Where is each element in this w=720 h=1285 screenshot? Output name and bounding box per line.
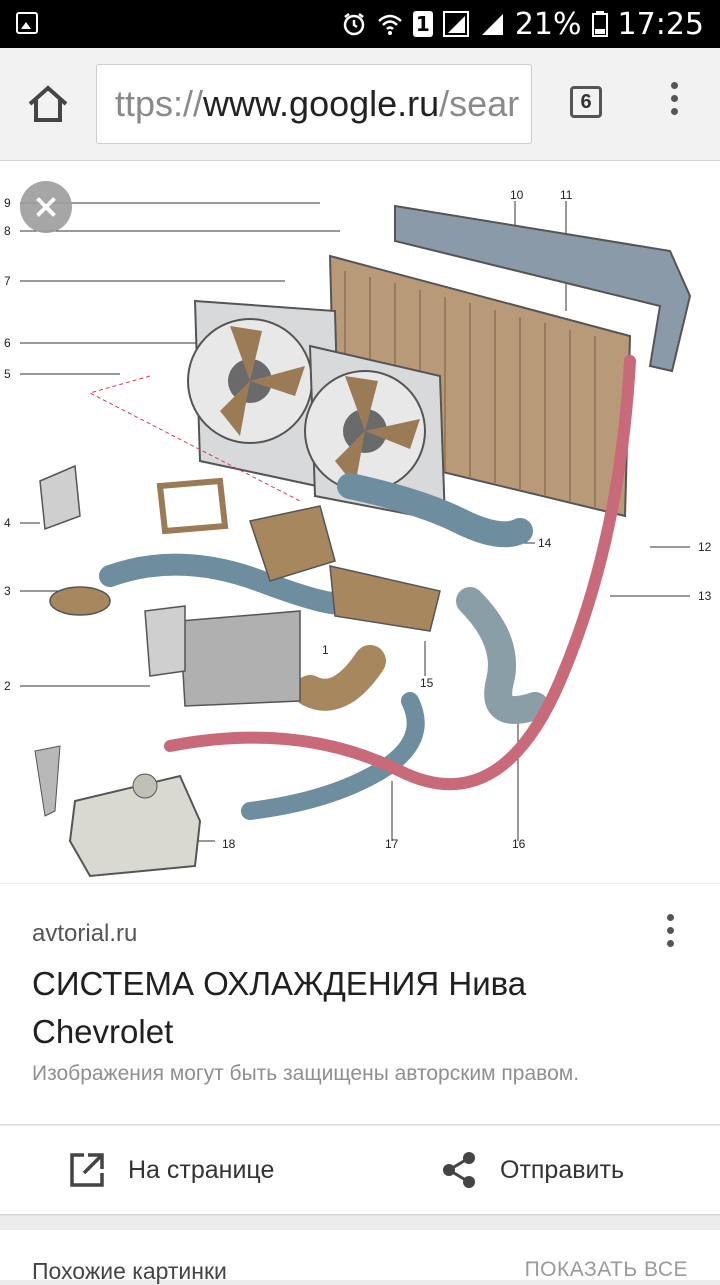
show-all-button[interactable]: ПОКАЗАТЬ ВСЕ <box>524 1258 688 1281</box>
callout-17: 17 <box>385 837 399 851</box>
callout-18: 18 <box>222 837 236 851</box>
expansion-tank <box>68 773 202 878</box>
callout-6: 6 <box>4 336 11 350</box>
callout-2: 2 <box>4 679 11 693</box>
cooling-system-diagram: 9 8 7 6 5 4 3 2 1 10 11 12 13 14 15 16 1… <box>4 188 712 878</box>
result-title[interactable]: СИСТЕМА ОХЛАЖДЕНИЯ Нива Chevrolet <box>32 965 527 1050</box>
copyright-notice: Изображения могут быть защищены авторски… <box>32 1062 580 1085</box>
signal-icon-2 <box>481 14 503 35</box>
fan-left <box>187 299 342 493</box>
open-external-icon <box>70 1153 104 1187</box>
url-prefix: ttps:// <box>115 83 204 124</box>
similar-images-section: Похожие картинки ПОКАЗАТЬ ВСЕ <box>0 1230 720 1284</box>
share-icon <box>443 1152 475 1188</box>
callout-5: 5 <box>4 367 11 381</box>
callout-9: 9 <box>4 196 11 210</box>
callout-15: 15 <box>420 676 434 690</box>
source-domain[interactable]: avtorial.ru <box>32 920 138 947</box>
battery-icon <box>591 11 608 37</box>
clock: 17:25 <box>617 6 704 42</box>
image-info-card: avtorial.ru СИСТЕМА ОХЛАЖДЕНИЯ Нива Chev… <box>0 884 720 1125</box>
callout-13: 13 <box>698 589 712 603</box>
url-host: www.google.ru <box>203 83 440 124</box>
share-button[interactable]: Отправить <box>440 1126 624 1214</box>
callout-16: 16 <box>512 837 526 851</box>
callout-11: 11 <box>560 188 573 202</box>
browser-toolbar: ttps://www.google.ru/sear 6 <box>0 48 720 161</box>
callout-4: 4 <box>4 516 11 530</box>
wifi-icon <box>378 14 402 35</box>
browser-menu-button[interactable] <box>662 82 686 126</box>
address-bar[interactable]: ttps://www.google.ru/sear <box>96 64 532 144</box>
similar-images-title: Похожие картинки <box>32 1258 227 1284</box>
alarm-icon <box>343 13 365 36</box>
share-label: Отправить <box>500 1155 624 1184</box>
image-viewer: 9 8 7 6 5 4 3 2 1 10 11 12 13 14 15 16 1… <box>0 161 720 883</box>
signal-icon-1 <box>442 11 469 37</box>
close-icon[interactable] <box>20 181 72 233</box>
result-more-options-button[interactable] <box>662 914 678 958</box>
callout-14: 14 <box>538 536 552 550</box>
visit-page-label: На странице <box>128 1155 275 1184</box>
action-bar: На странице Отправить <box>0 1126 720 1214</box>
status-bar: 1 21% 17:25 <box>0 0 720 48</box>
home-icon[interactable] <box>24 80 72 128</box>
callout-7: 7 <box>4 274 11 288</box>
callout-1: 1 <box>322 643 329 657</box>
url-path: /sear <box>439 83 520 124</box>
callout-10: 10 <box>510 188 524 202</box>
battery-level: 21% <box>514 6 582 42</box>
callout-12: 12 <box>698 540 712 554</box>
callout-8: 8 <box>4 224 11 238</box>
tab-switcher-button[interactable]: 6 <box>570 86 602 118</box>
gallery-notification-icon <box>16 12 38 34</box>
sim-indicator: 1 <box>412 11 433 37</box>
visit-page-button[interactable]: На странице <box>68 1126 274 1214</box>
callout-3: 3 <box>4 584 11 598</box>
